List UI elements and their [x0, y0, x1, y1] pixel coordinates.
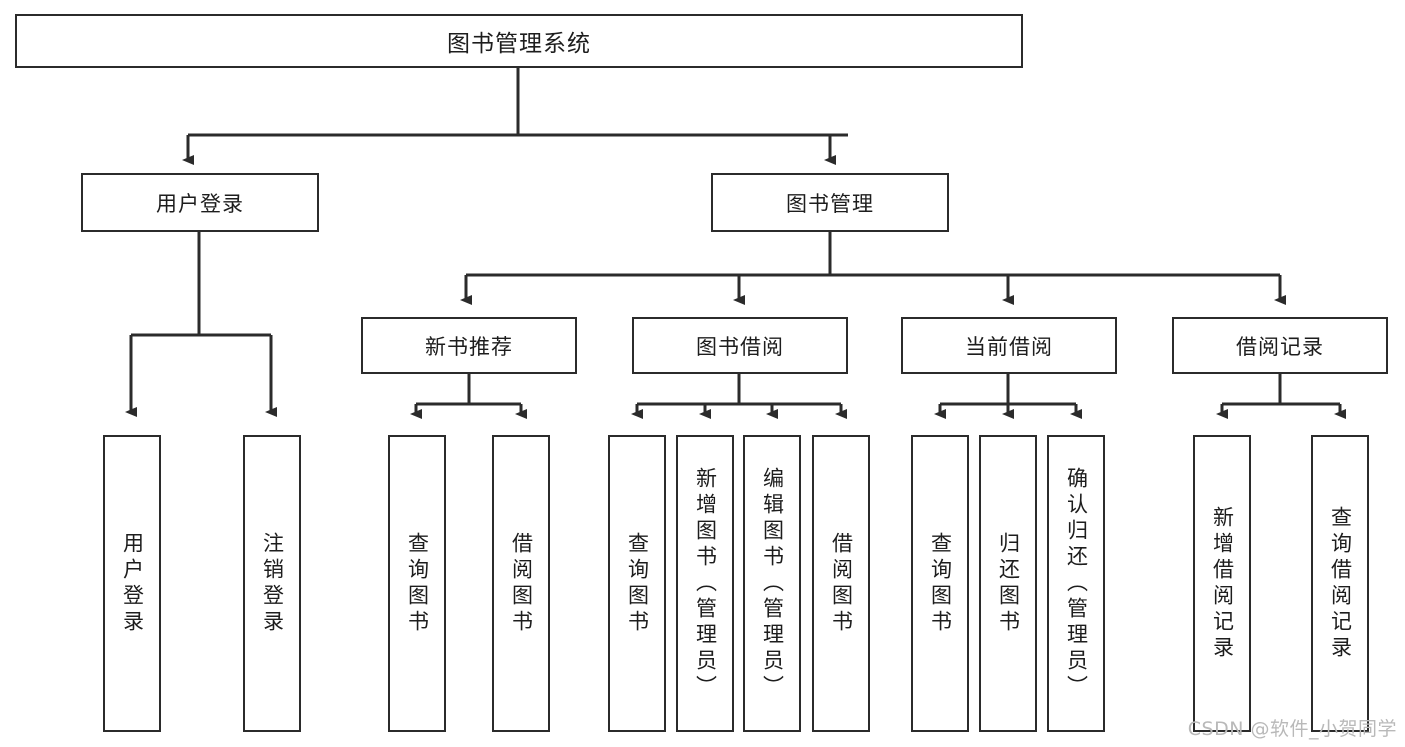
leaf-borrow-edit-book-admin[interactable]: 编辑图书（管理员） — [743, 435, 801, 732]
node-label: 图书管理 — [786, 191, 874, 216]
node-label: 编辑图书（管理员） — [760, 466, 785, 701]
node-label: 查询图书 — [405, 531, 430, 636]
leaf-current-return-book[interactable]: 归还图书 — [979, 435, 1037, 732]
node-label: 借阅记录 — [1236, 334, 1324, 359]
node-system-root[interactable]: 图书管理系统 — [15, 14, 1023, 68]
leaf-current-query-book[interactable]: 查询图书 — [911, 435, 969, 732]
node-label: 注销登录 — [260, 531, 285, 636]
node-label: 确认归还（管理员） — [1064, 466, 1089, 701]
leaf-user-login-logout[interactable]: 注销登录 — [243, 435, 301, 732]
node-book-borrow[interactable]: 图书借阅 — [632, 317, 848, 374]
leaf-user-login-login[interactable]: 用户登录 — [103, 435, 161, 732]
leaf-borrow-borrow-book[interactable]: 借阅图书 — [812, 435, 870, 732]
node-label: 查询图书 — [625, 531, 650, 636]
leaf-current-confirm-return-admin[interactable]: 确认归还（管理员） — [1047, 435, 1105, 732]
leaf-recommend-query-book[interactable]: 查询图书 — [388, 435, 446, 732]
node-label: 新增借阅记录 — [1210, 505, 1235, 662]
node-current-borrow[interactable]: 当前借阅 — [901, 317, 1117, 374]
node-label: 借阅图书 — [509, 531, 534, 636]
node-label: 用户登录 — [120, 531, 145, 636]
node-borrow-record[interactable]: 借阅记录 — [1172, 317, 1388, 374]
node-label: 图书管理系统 — [447, 31, 591, 57]
node-user-login[interactable]: 用户登录 — [81, 173, 319, 232]
node-book-management[interactable]: 图书管理 — [711, 173, 949, 232]
node-label: 新增图书（管理员） — [693, 466, 718, 701]
node-label: 当前借阅 — [965, 334, 1053, 359]
leaf-record-query-record[interactable]: 查询借阅记录 — [1311, 435, 1369, 732]
node-label: 图书借阅 — [696, 334, 784, 359]
node-new-book-recommend[interactable]: 新书推荐 — [361, 317, 577, 374]
node-label: 用户登录 — [156, 191, 244, 216]
leaf-record-add-record[interactable]: 新增借阅记录 — [1193, 435, 1251, 732]
leaf-borrow-add-book-admin[interactable]: 新增图书（管理员） — [676, 435, 734, 732]
node-label: 新书推荐 — [425, 334, 513, 359]
leaf-borrow-query-book[interactable]: 查询图书 — [608, 435, 666, 732]
node-label: 归还图书 — [996, 531, 1021, 636]
node-label: 借阅图书 — [829, 531, 854, 636]
leaf-recommend-borrow-book[interactable]: 借阅图书 — [492, 435, 550, 732]
node-label: 查询借阅记录 — [1328, 505, 1353, 662]
node-label: 查询图书 — [928, 531, 953, 636]
watermark-text: CSDN @软件_小贺同学 — [1187, 718, 1397, 740]
